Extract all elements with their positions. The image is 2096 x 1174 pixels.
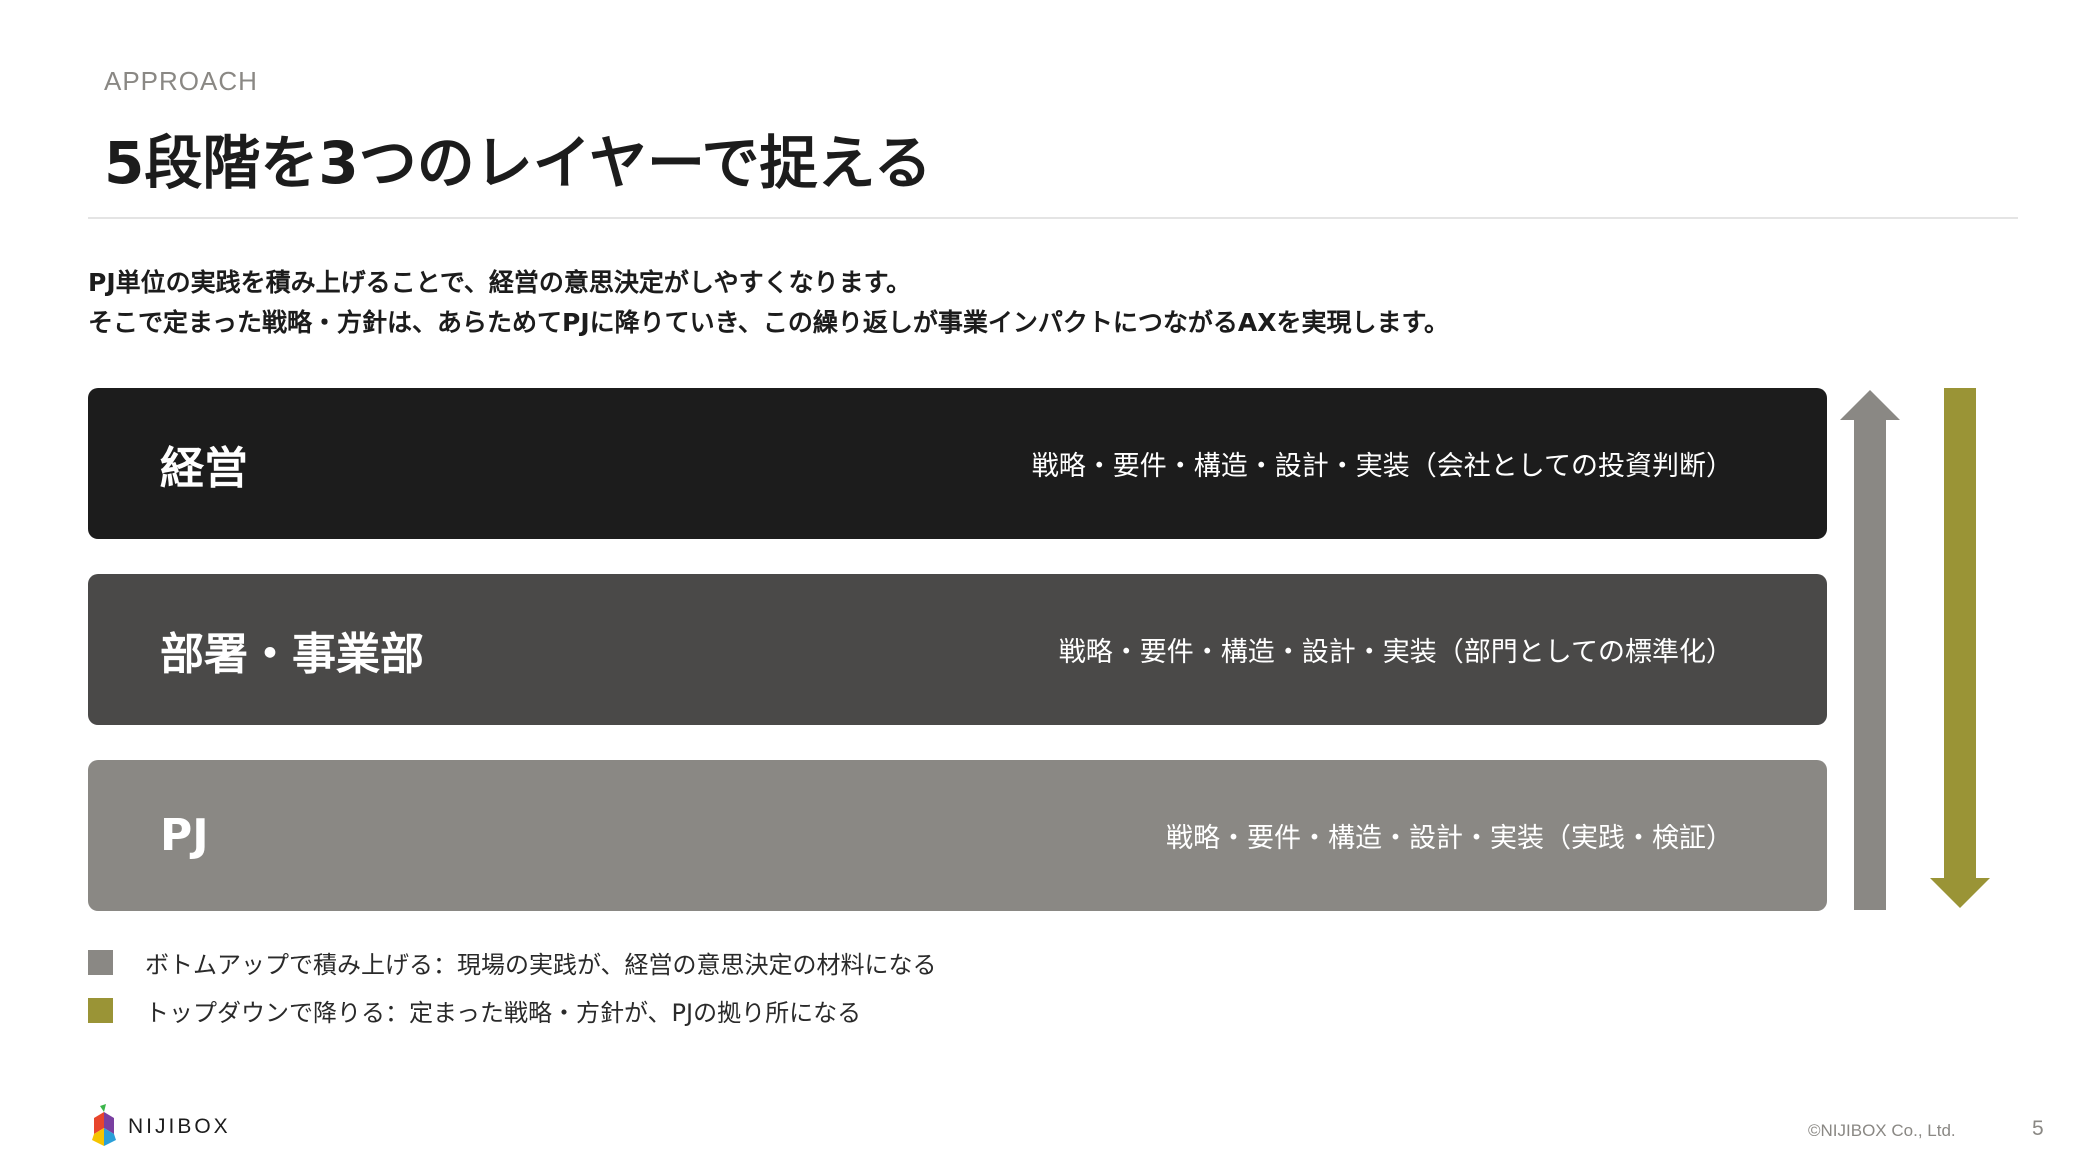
company-logo: NIJIBOX <box>86 1104 231 1150</box>
legend-item-top-down: トップダウンで降りる：定まった戦略・方針が、PJの拠り所になる <box>88 993 861 1028</box>
top-down-arrow-icon <box>1930 388 1990 908</box>
copyright: ©NIJIBOX Co., Ltd. <box>1808 1121 1956 1140</box>
section-eyebrow: APPROACH <box>104 66 258 96</box>
nijibox-logo-icon <box>92 1104 116 1146</box>
legend-swatch-bottom-up <box>88 950 113 975</box>
layer-executive: 経営 戦略・要件・構造・設計・実装（会社としての投資判断） <box>88 388 1827 539</box>
layer-executive-description: 戦略・要件・構造・設計・実装（会社としての投資判断） <box>1031 451 1733 482</box>
legend-text-top-down: トップダウンで降りる：定まった戦略・方針が、PJの拠り所になる <box>145 999 862 1027</box>
lead-line-2: そこで定まった戦略・方針は、あらためてPJに降りていき、この繰り返しが事業インパ… <box>88 308 1450 337</box>
title-divider <box>88 217 2018 219</box>
flow-arrows <box>1840 388 1990 910</box>
logo-wordmark: NIJIBOX <box>128 1115 231 1138</box>
slide-title: 5段階を3つのレイヤーで捉える <box>104 129 932 197</box>
page-number: 5 <box>2032 1117 2044 1140</box>
lead-line-1: PJ単位の実践を積み上げることで、経営の意思決定がしやすくなります。 <box>88 268 912 297</box>
legend-item-bottom-up: ボトムアップで積み上げる：現場の実践が、経営の意思決定の材料になる <box>88 945 937 980</box>
layer-department: 部署・事業部 戦略・要件・構造・設計・実装（部門としての標準化） <box>88 574 1827 725</box>
layer-pj: PJ 戦略・要件・構造・設計・実装（実践・検証） <box>88 760 1827 911</box>
layer-department-description: 戦略・要件・構造・設計・実装（部門としての標準化） <box>1058 637 1733 668</box>
layer-pj-description: 戦略・要件・構造・設計・実装（実践・検証） <box>1166 823 1733 854</box>
legend-text-bottom-up: ボトムアップで積み上げる：現場の実践が、経営の意思決定の材料になる <box>145 951 937 979</box>
legend-swatch-top-down <box>88 998 113 1023</box>
bottom-up-arrow-icon <box>1840 390 1900 910</box>
layer-pj-name: PJ <box>160 810 209 861</box>
layer-executive-name: 経営 <box>160 442 248 494</box>
layer-department-name: 部署・事業部 <box>160 628 424 680</box>
